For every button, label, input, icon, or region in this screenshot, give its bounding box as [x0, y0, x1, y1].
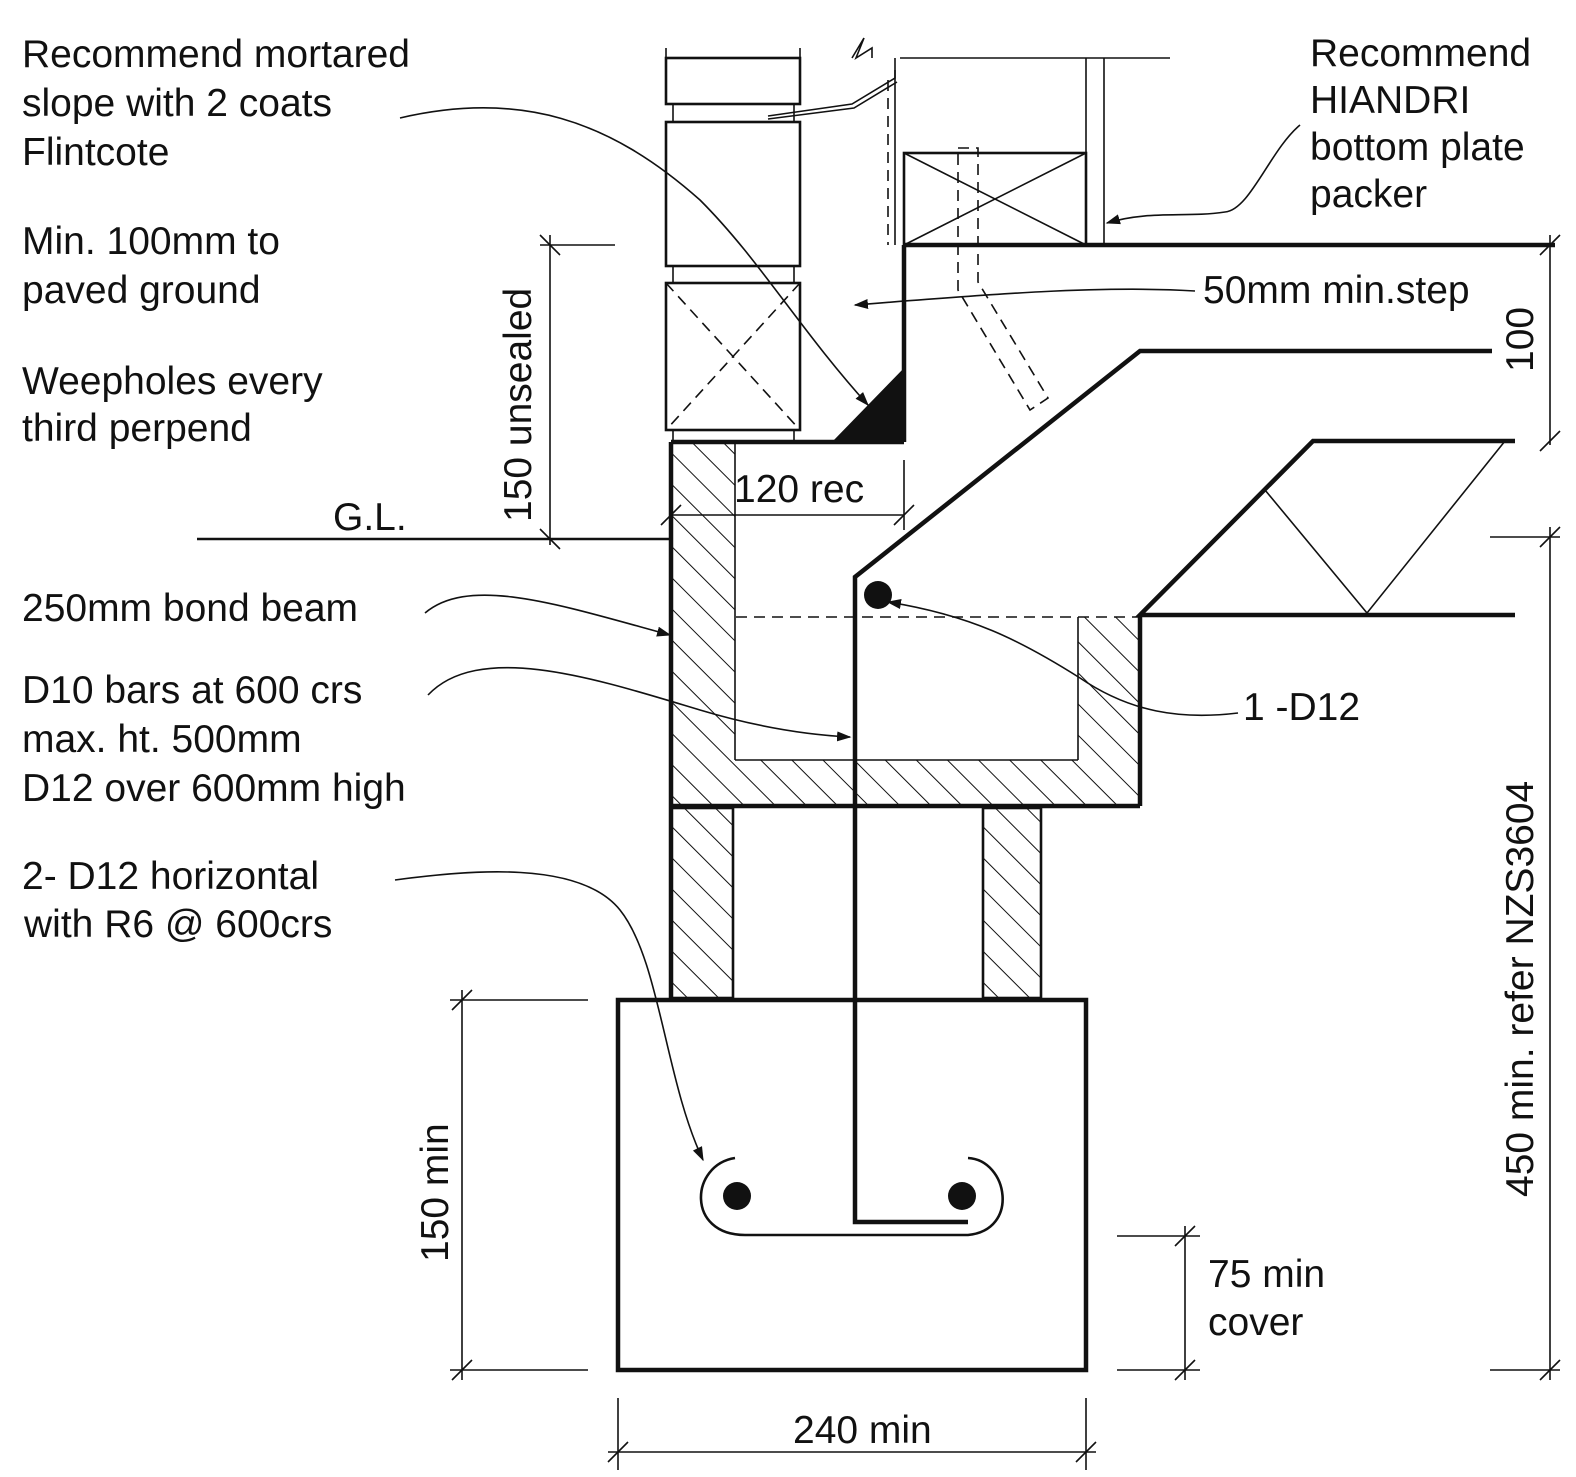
note-mortared-line-3: Flintcote: [22, 131, 169, 174]
note-ground-level: G.L.: [333, 496, 407, 539]
note-step: 50mm min.step: [1203, 269, 1470, 312]
note-mortared-line-2: slope with 2 coats: [22, 82, 332, 125]
note-hiandri-line-3: bottom plate: [1310, 126, 1525, 169]
leader-bond-beam: [424, 594, 672, 637]
note-cover-line-2: cover: [1208, 1301, 1303, 1344]
dim-rec: 120 rec: [734, 468, 864, 511]
note-mortared-line-1: Recommend mortared: [22, 33, 410, 76]
leader-hiandri: [1105, 124, 1301, 225]
leader-single-bar: [886, 599, 1239, 717]
note-cover-line-1: 75 min: [1208, 1253, 1325, 1296]
dim-footing-width: 240 min: [793, 1409, 932, 1452]
leader-step: [853, 288, 1196, 309]
dim-foundation-height: 450 min. refer NZS3604: [1499, 781, 1542, 1197]
leader-d10-bars: [427, 666, 852, 742]
brick-veneer: [664, 48, 802, 442]
rebar-d12-left: [723, 1182, 751, 1210]
brick-middle: [664, 120, 802, 268]
leaders: [394, 106, 1301, 1162]
note-weepholes-line-2: third perpend: [22, 407, 252, 450]
dim-step-height: 100: [1499, 307, 1542, 372]
footing: [615, 581, 1089, 1373]
note-horizontal-line-2: with R6 @ 600crs: [23, 903, 332, 946]
note-horizontal-line-1: 2- D12 horizontal: [22, 855, 319, 898]
anchor-bolt: [957, 147, 1050, 412]
note-paved-line-2: paved ground: [22, 269, 261, 312]
note-weepholes-line-1: Weepholes every: [22, 360, 323, 403]
note-bond-beam: 250mm bond beam: [22, 587, 358, 630]
rebar-d12-right: [948, 1182, 976, 1210]
slab: [736, 242, 1555, 1225]
note-hiandri-line-4: packer: [1310, 173, 1427, 216]
note-d10-line-3: D12 over 600mm high: [22, 767, 406, 810]
dim-unsealed: 150 unsealed: [497, 288, 540, 522]
rebar-d12-top: [864, 581, 892, 609]
bond-beam: [668, 439, 1143, 1000]
notes-right: Recommend HIANDRI bottom plate packer 50…: [1203, 32, 1531, 1344]
dimension-labels: 150 unsealed 120 rec 100 150 min 240 min…: [414, 288, 1542, 1452]
cavity-flashing: [767, 37, 898, 245]
note-hiandri-line-1: Recommend: [1310, 32, 1531, 75]
brick-weephole: [664, 281, 802, 432]
note-d10-line-1: D10 bars at 600 crs: [22, 669, 362, 712]
leader-horizontal-bars: [394, 871, 704, 1162]
note-d10-line-2: max. ht. 500mm: [22, 718, 302, 761]
dim-footing-depth: 150 min: [414, 1123, 457, 1262]
note-hiandri-line-2: HIANDRI: [1310, 79, 1470, 122]
brick-top: [664, 56, 802, 106]
leader-mortared-slope: [399, 106, 869, 407]
notes-left: Recommend mortared slope with 2 coats Fl…: [22, 33, 410, 946]
footing-concrete: [615, 997, 1089, 1373]
note-single-bar: 1 -D12: [1243, 686, 1360, 729]
note-paved-line-1: Min. 100mm to: [22, 220, 280, 263]
stirrup-r6: [699, 1156, 1004, 1237]
dimension-lines: [450, 234, 1561, 1470]
